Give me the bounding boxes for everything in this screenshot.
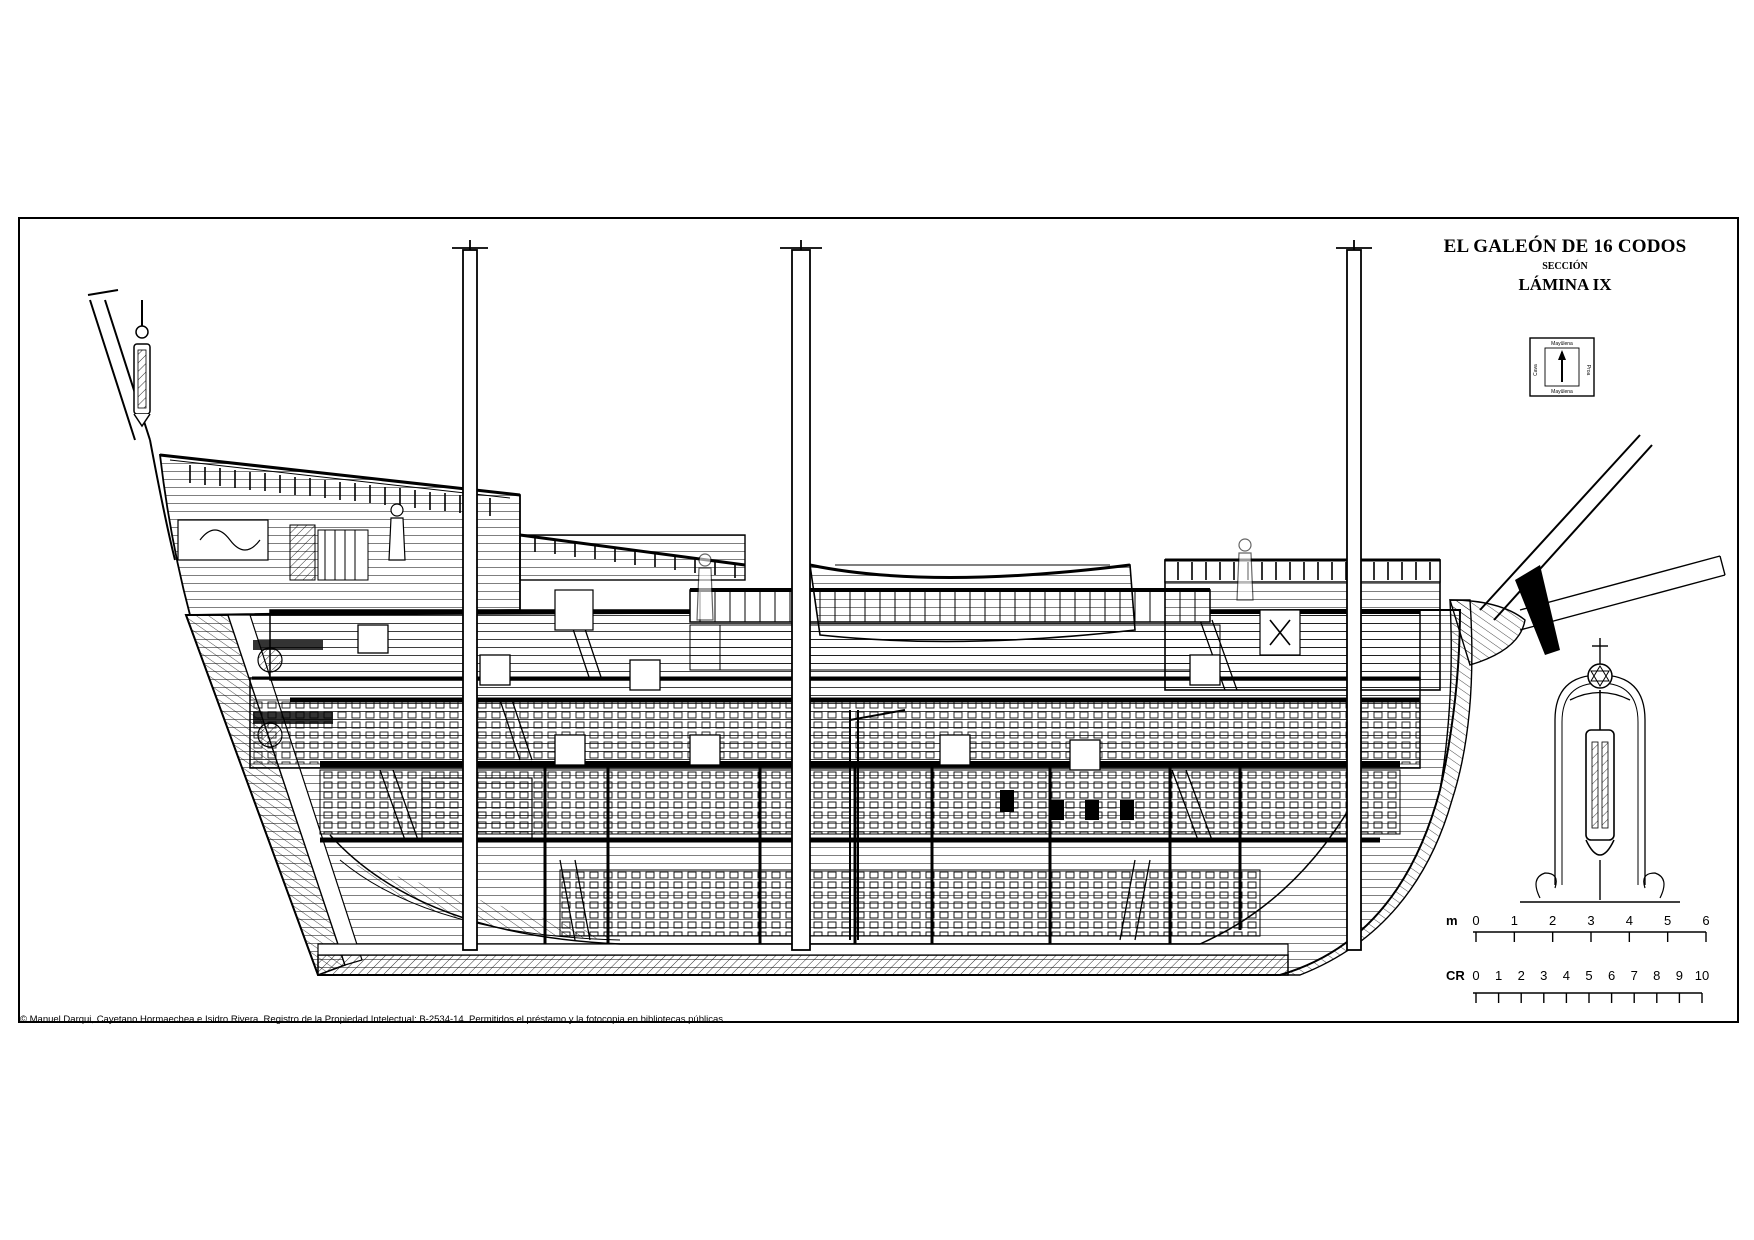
scale-cr-tick-label: 9: [1676, 968, 1683, 983]
scale-cr-tick-label: 6: [1608, 968, 1615, 983]
compass-left: Cava: [1533, 364, 1539, 376]
drawing-subtitle: SECCIÓN: [1542, 261, 1588, 272]
pump: [849, 709, 906, 940]
forecastle: [1164, 434, 1726, 691]
compass-box: Mayûlena Mayûlena Cava Proa: [1529, 337, 1595, 397]
scale-m-tick-label: 6: [1702, 913, 1709, 928]
scale-cr-tick-label: 3: [1540, 968, 1547, 983]
drawing-frame: [18, 217, 1739, 1023]
drawing-title: EL GALEÓN DE 16 CODOS: [1443, 236, 1687, 257]
scale-m-tick-label: 1: [1511, 913, 1518, 928]
scale-m-tick-label: 4: [1626, 913, 1633, 928]
scale-cr-tick-label: 8: [1653, 968, 1660, 983]
compass-top: Mayûlena: [1551, 341, 1573, 347]
scale-cr-tick-label: 1: [1495, 968, 1502, 983]
gunports: [357, 624, 1221, 771]
lantern-detail: [1520, 638, 1680, 903]
sterncastle: [87, 289, 746, 748]
ships-boat: [809, 563, 1136, 643]
scale-m-tick-label: 2: [1549, 913, 1556, 928]
mizzen-mast: [462, 249, 478, 951]
scale-cr-tick-label: 7: [1631, 968, 1638, 983]
scale-m-tick-label: 0: [1472, 913, 1479, 928]
stern-lantern: [133, 300, 151, 428]
scale-cr-tick-label: 5: [1585, 968, 1592, 983]
title-block: EL GALEÓN DE 16 CODOS SECCIÓN LÁMINA IX: [1440, 236, 1690, 295]
scale-cr-tick-label: 2: [1518, 968, 1525, 983]
scale-cr-tick-label: 10: [1695, 968, 1709, 983]
main-mast: [791, 249, 811, 951]
compass-bottom: Mayûlena: [1551, 389, 1573, 395]
hold-pillars: [543, 764, 1242, 944]
scale-cr-unit: CR: [1446, 968, 1465, 983]
fore-mast: [1346, 249, 1362, 951]
plate-number: LÁMINA IX: [1518, 275, 1612, 294]
keel: [317, 954, 1289, 976]
scale-cr-tick-label: 4: [1563, 968, 1570, 983]
scale-bar-m: m 0 1 2 3 4 5 6: [1446, 913, 1710, 942]
copyright-notice: © Manuel Darqui, Cayetano Hormaechea e I…: [20, 1014, 726, 1025]
scale-cr-tick-label: 0: [1472, 968, 1479, 983]
sailor-figures: [388, 503, 1254, 621]
scale-m-tick-label: 5: [1664, 913, 1671, 928]
gun-deck: [249, 677, 1421, 839]
masts: [452, 240, 1372, 951]
scale-m-unit: m: [1446, 913, 1458, 928]
compass-right: Proa: [1585, 365, 1591, 376]
scale-m-tick-label: 3: [1587, 913, 1594, 928]
